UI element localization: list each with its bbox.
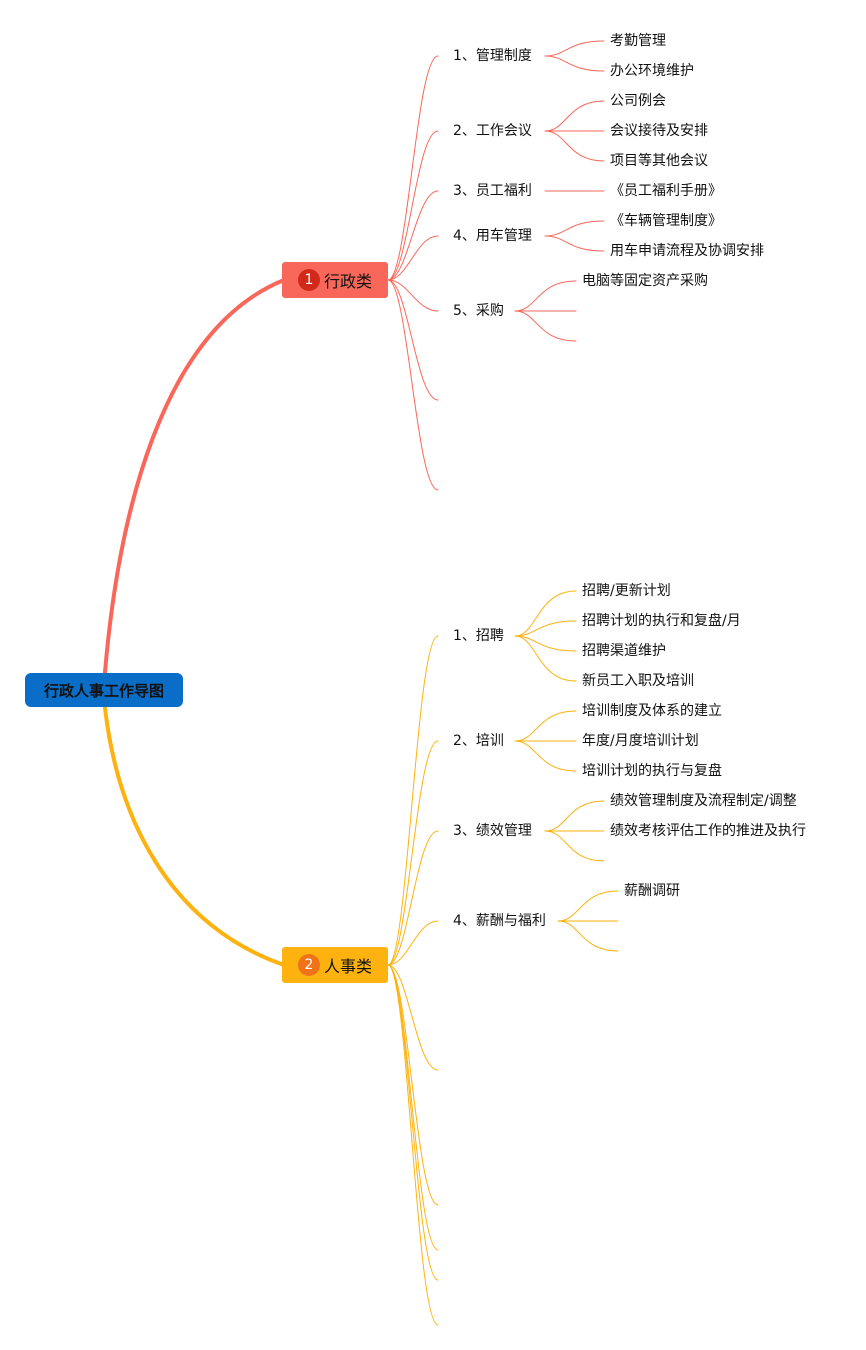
item-connector-0-1 — [387, 130, 439, 281]
child-connector-1-0-3 — [514, 635, 577, 682]
subitem-1-2-0[interactable]: 绩效管理制度及流程制定/调整 — [610, 793, 797, 809]
item-connector-1-6 — [387, 964, 439, 1251]
item-1-1[interactable]: 2、培训 — [453, 733, 504, 749]
child-connector-1-0-1 — [514, 620, 577, 637]
subitem-1-2-1[interactable]: 绩效考核评估工作的推进及执行 — [610, 823, 806, 839]
child-connector-1-0-2 — [514, 635, 577, 652]
item-connector-1-1 — [387, 740, 439, 966]
child-connector-1-2-2 — [544, 830, 605, 862]
item-1-3[interactable]: 4、薪酬与福利 — [453, 913, 546, 929]
item-0-2[interactable]: 3、员工福利 — [453, 183, 532, 199]
item-connector-0-2 — [387, 190, 439, 281]
item-connector-0-4 — [387, 279, 439, 312]
child-connector-1-0-0 — [514, 590, 577, 637]
root-to-admin-connector — [103, 278, 286, 674]
number-1-icon: 1 — [297, 269, 320, 291]
subitem-1-1-1[interactable]: 年度/月度培训计划 — [582, 733, 699, 749]
item-connector-0-6 — [387, 279, 439, 491]
child-connector-1-1-0 — [514, 710, 577, 742]
child-connector-1-3-2 — [557, 920, 619, 952]
child-connector-0-1-0 — [544, 100, 605, 132]
item-connector-1-8 — [387, 964, 439, 1326]
subitem-0-1-1[interactable]: 会议接待及安排 — [610, 123, 708, 139]
item-connector-0-3 — [387, 235, 439, 281]
item-0-3[interactable]: 4、用车管理 — [453, 228, 532, 244]
item-connector-1-3 — [387, 920, 439, 966]
item-connector-0-0 — [387, 55, 439, 281]
root-topic-label: 行政人事工作导图 — [43, 681, 164, 700]
subitem-1-0-0[interactable]: 招聘/更新计划 — [582, 583, 671, 599]
subitem-0-0-0[interactable]: 考勤管理 — [610, 33, 666, 49]
item-1-0[interactable]: 1、招聘 — [453, 628, 504, 644]
item-0-4[interactable]: 5、采购 — [453, 303, 504, 319]
subitem-1-1-0[interactable]: 培训制度及体系的建立 — [582, 703, 722, 719]
subitem-1-1-2[interactable]: 培训计划的执行与复盘 — [582, 763, 722, 779]
item-connector-1-4 — [387, 964, 439, 1071]
subitem-0-1-2[interactable]: 项目等其他会议 — [610, 153, 708, 169]
subitem-0-1-0[interactable]: 公司例会 — [610, 93, 666, 109]
subitem-0-0-1[interactable]: 办公环境维护 — [610, 63, 694, 79]
item-1-2[interactable]: 3、绩效管理 — [453, 823, 532, 839]
branch-admin[interactable]: 1 行政类 — [282, 262, 388, 298]
root-topic[interactable]: 行政人事工作导图 — [25, 673, 183, 707]
child-connector-0-0-1 — [544, 55, 605, 72]
item-connector-1-5 — [387, 964, 439, 1206]
item-0-1[interactable]: 2、工作会议 — [453, 123, 532, 139]
subitem-1-0-2[interactable]: 招聘渠道维护 — [582, 643, 666, 659]
subitem-0-3-1[interactable]: 用车申请流程及协调安排 — [610, 243, 764, 259]
branch-hr[interactable]: 2 人事类 — [282, 947, 388, 983]
child-connector-0-4-2 — [514, 310, 577, 342]
branch-admin-label: 行政类 — [323, 272, 372, 291]
child-connector-1-2-0 — [544, 800, 605, 832]
child-connector-0-3-0 — [544, 220, 605, 237]
root-to-hr-connector — [103, 706, 286, 967]
subitem-1-0-3[interactable]: 新员工入职及培训 — [582, 673, 694, 689]
item-0-0[interactable]: 1、管理制度 — [453, 48, 532, 64]
child-connector-0-4-0 — [514, 280, 577, 312]
subitem-1-0-1[interactable]: 招聘计划的执行和复盘/月 — [582, 613, 741, 629]
subitem-0-2-0[interactable]: 《员工福利手册》 — [610, 183, 722, 199]
number-2-icon: 2 — [297, 954, 320, 976]
child-connector-0-0-0 — [544, 40, 605, 57]
item-connector-1-7 — [387, 964, 439, 1281]
child-connector-1-1-2 — [514, 740, 577, 772]
child-connector-0-3-1 — [544, 235, 605, 252]
subitem-0-3-0[interactable]: 《车辆管理制度》 — [610, 213, 722, 229]
branch-hr-label: 人事类 — [323, 957, 372, 976]
item-connector-0-5 — [387, 279, 439, 401]
child-connector-1-3-0 — [557, 890, 619, 922]
subitem-1-3-0[interactable]: 薪酬调研 — [624, 883, 680, 899]
subitem-0-4-0[interactable]: 电脑等固定资产采购 — [582, 273, 708, 289]
item-connector-1-2 — [387, 830, 439, 966]
child-connector-0-1-2 — [544, 130, 605, 162]
item-connector-1-0 — [387, 635, 439, 966]
